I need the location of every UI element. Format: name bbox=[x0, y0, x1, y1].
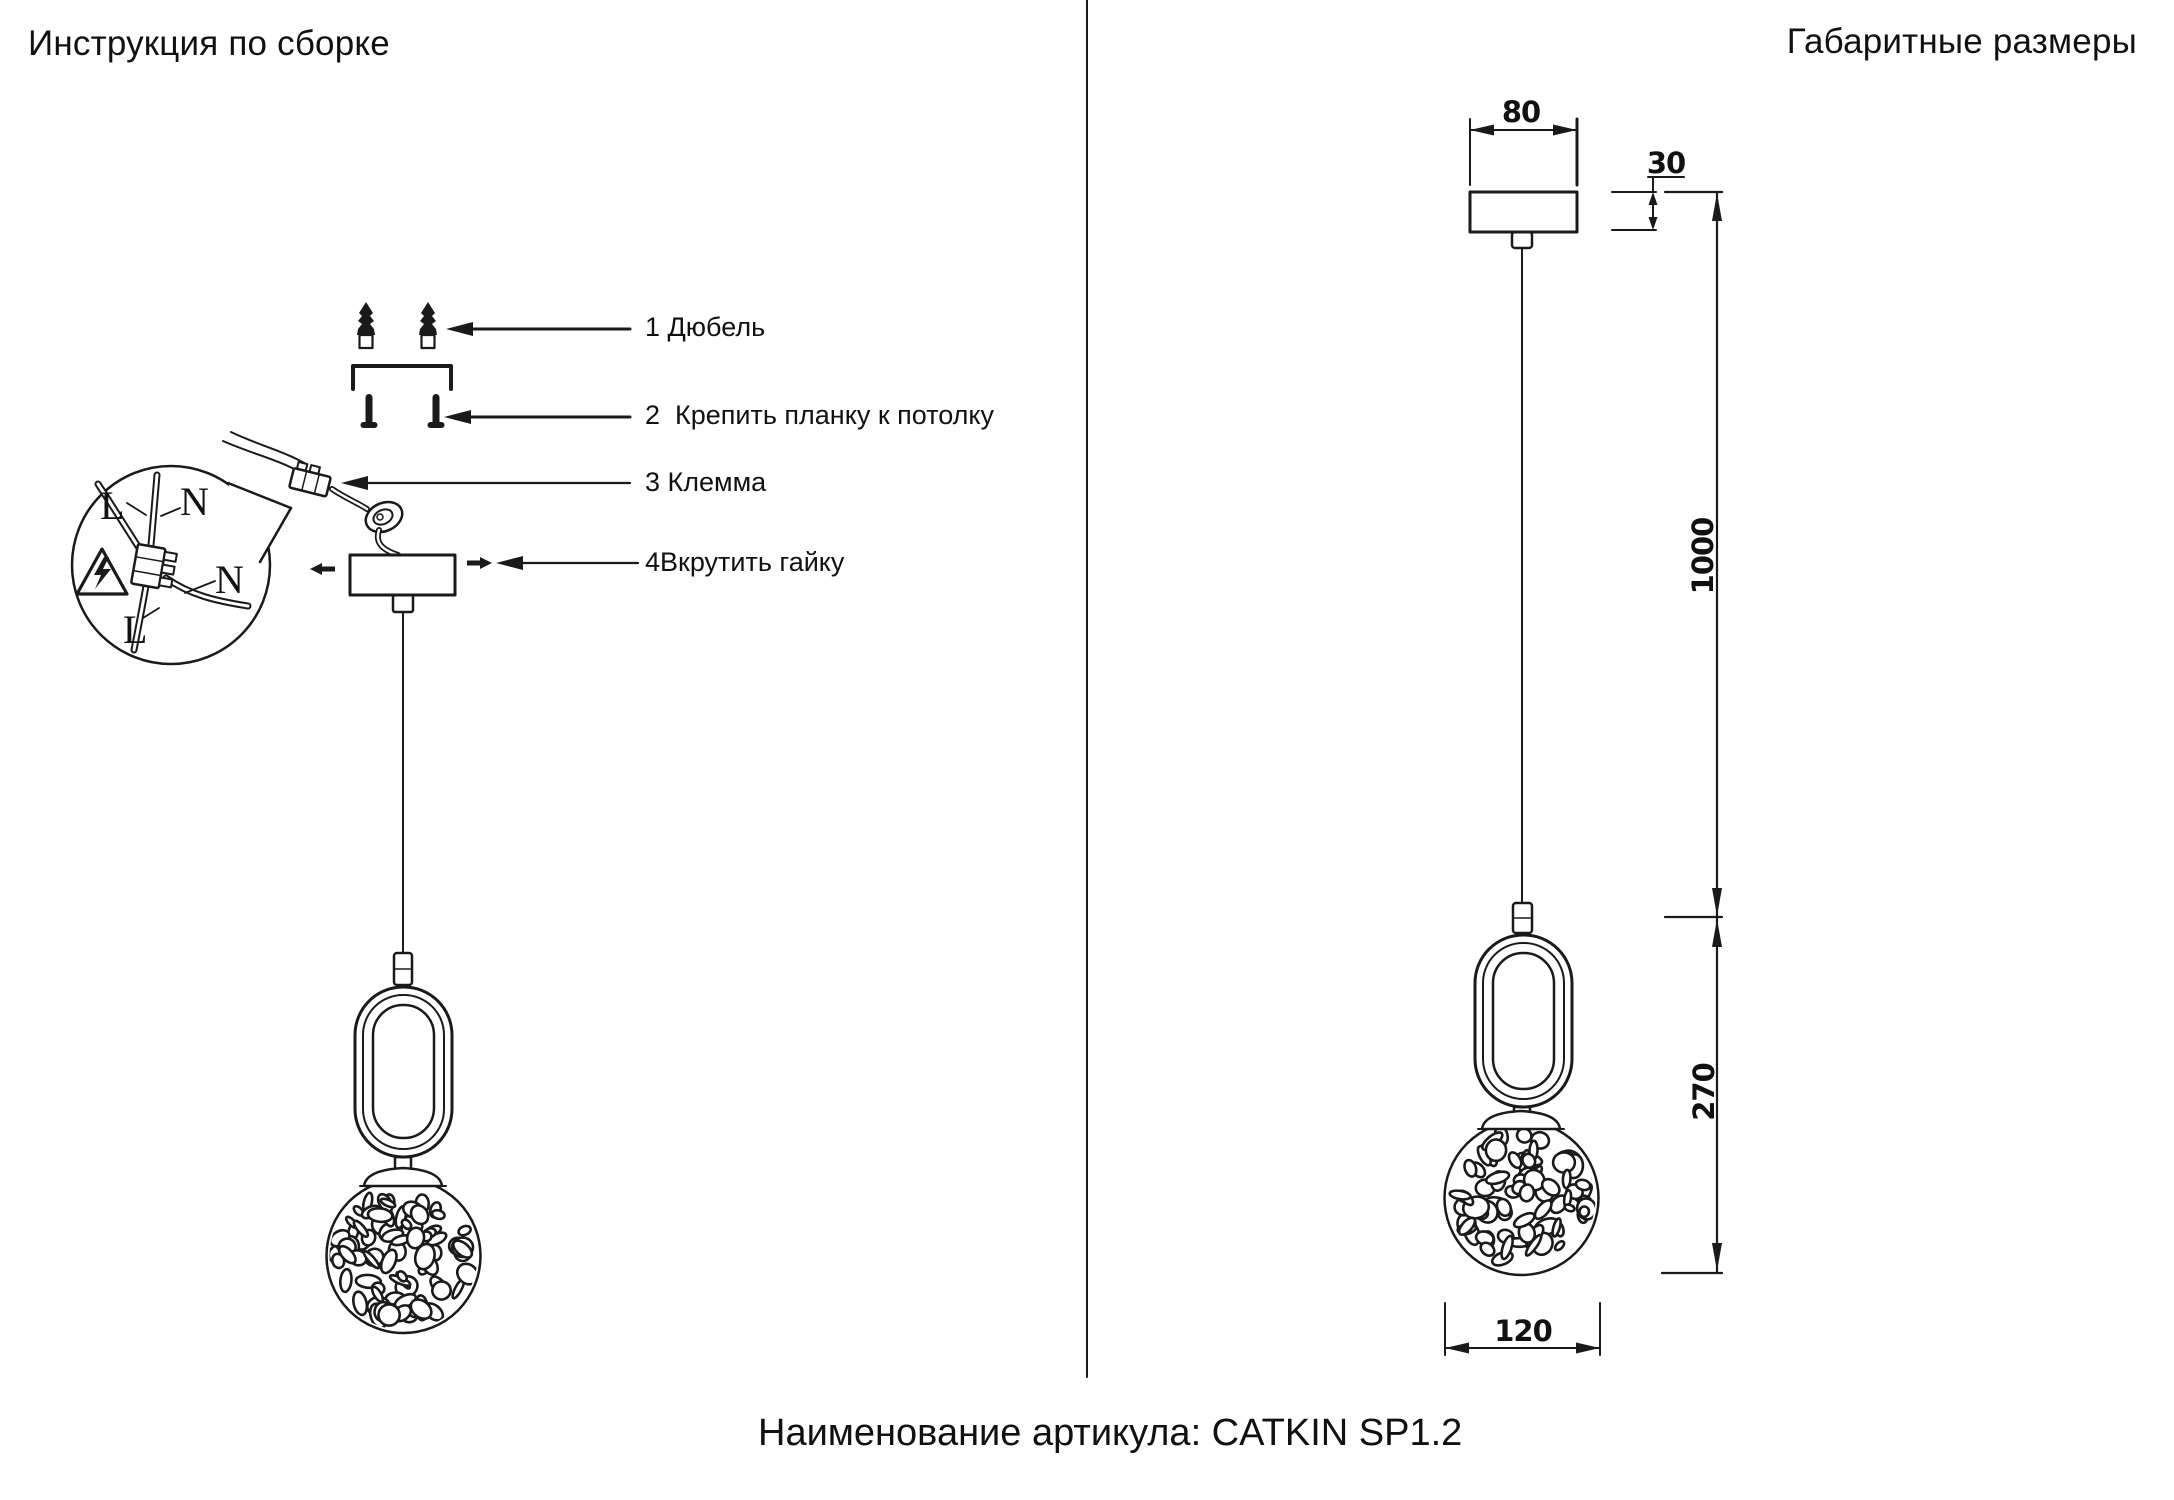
dim-value-shade-diameter: 120 bbox=[1494, 1314, 1553, 1348]
dim-value-canopy-width: 80 bbox=[1501, 95, 1541, 129]
ring-frame bbox=[353, 985, 454, 1159]
wire-connector bbox=[392, 951, 414, 987]
electric-warning-icon bbox=[75, 547, 129, 596]
detail-terminal-block bbox=[130, 543, 178, 590]
callout-arrow-2 bbox=[444, 410, 632, 424]
dowel-pair-icon bbox=[355, 300, 439, 350]
cord-to-strain-relief bbox=[329, 486, 370, 512]
callout-arrow-1 bbox=[446, 322, 632, 336]
page-title-assembly: Инструкция по сборке bbox=[28, 24, 390, 63]
dim-value-fixture-height: 270 bbox=[1687, 1063, 1721, 1121]
page-title-dimensions: Габаритные размеры bbox=[1786, 22, 2137, 61]
callout-arrow-3 bbox=[341, 476, 632, 490]
shade-cap bbox=[362, 1166, 444, 1188]
canopy bbox=[348, 553, 457, 597]
wire-letter-leaders bbox=[126, 502, 216, 619]
dim-canopy-width bbox=[1469, 117, 1579, 187]
canopy bbox=[1468, 190, 1579, 234]
dim-value-suspension-length: 1000 bbox=[1686, 517, 1720, 595]
callout-label-screw-nut: 4Вкрутить гайку bbox=[645, 547, 845, 577]
callout-label-mounting-strip: 2 Крепить планку к потолку bbox=[645, 400, 995, 430]
mounting-bracket bbox=[351, 364, 453, 391]
dim-suspension-length bbox=[1663, 190, 1724, 919]
shade-sphere bbox=[325, 1177, 482, 1335]
callout-label-terminal: 3 Клемма bbox=[645, 467, 767, 497]
strain-relief-loop bbox=[364, 500, 404, 534]
assembly-diagram bbox=[70, 300, 640, 1335]
wire-label-l-bottom: L bbox=[123, 607, 148, 652]
article-caption: Наименование артикула: CATKIN SP1.2 bbox=[758, 1412, 1463, 1454]
wire-connector bbox=[1511, 901, 1534, 935]
shade-sphere bbox=[1443, 1119, 1600, 1277]
wire-label-l-top: L bbox=[100, 483, 125, 528]
screw-pair-icon bbox=[359, 392, 446, 430]
wire-label-n-mid: N bbox=[215, 557, 244, 602]
terminal-block bbox=[288, 460, 332, 498]
nut-arrows bbox=[310, 557, 492, 575]
callout-arrow-4 bbox=[496, 556, 640, 570]
dim-shade-diameter bbox=[1444, 1302, 1601, 1356]
dim-fixture-height bbox=[1660, 915, 1724, 1275]
mains-wires bbox=[222, 431, 307, 472]
wiring-detail-circle bbox=[70, 464, 293, 666]
shade-cap bbox=[1480, 1109, 1562, 1131]
cord-into-canopy bbox=[374, 527, 401, 558]
canopy-nut bbox=[391, 593, 415, 614]
dimensions-diagram bbox=[1443, 117, 1724, 1356]
dim-canopy-height bbox=[1611, 176, 1685, 231]
dim-value-canopy-height: 30 bbox=[1646, 146, 1686, 180]
ring-frame bbox=[1473, 933, 1574, 1109]
canopy-nut bbox=[1510, 230, 1534, 250]
callout-label-dowel: 1 Дюбель bbox=[645, 312, 766, 342]
wire-label-n-top: N bbox=[180, 479, 209, 524]
